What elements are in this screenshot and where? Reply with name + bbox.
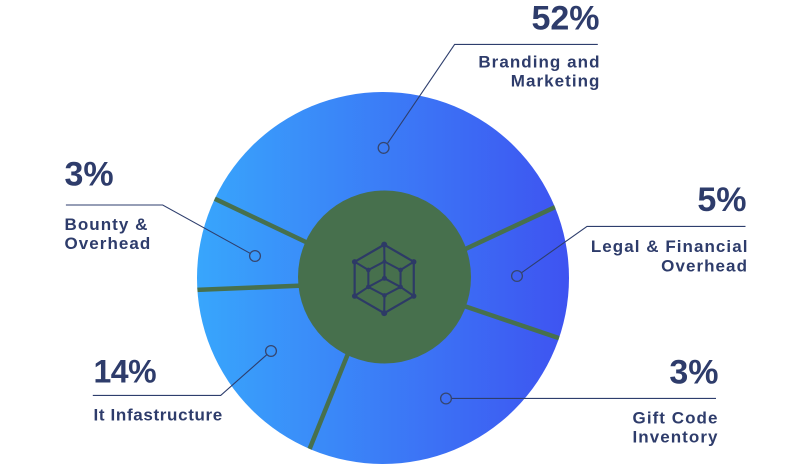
svg-text:Legal & Financial: Legal & Financial — [591, 237, 749, 256]
svg-text:Branding and: Branding and — [478, 52, 600, 71]
svg-text:5%: 5% — [697, 181, 746, 219]
svg-text:Gift Code: Gift Code — [633, 409, 719, 428]
svg-text:It Infastructure: It Infastructure — [94, 406, 223, 425]
svg-text:Marketing: Marketing — [511, 71, 601, 90]
svg-text:Overhead: Overhead — [65, 234, 152, 253]
svg-text:3%: 3% — [65, 156, 114, 194]
svg-text:14%: 14% — [94, 353, 157, 389]
svg-text:Overhead: Overhead — [661, 256, 748, 275]
svg-text:Inventory: Inventory — [633, 428, 719, 447]
svg-text:Bounty &: Bounty & — [65, 215, 149, 234]
svg-text:3%: 3% — [669, 354, 718, 392]
svg-text:52%: 52% — [531, 0, 599, 38]
